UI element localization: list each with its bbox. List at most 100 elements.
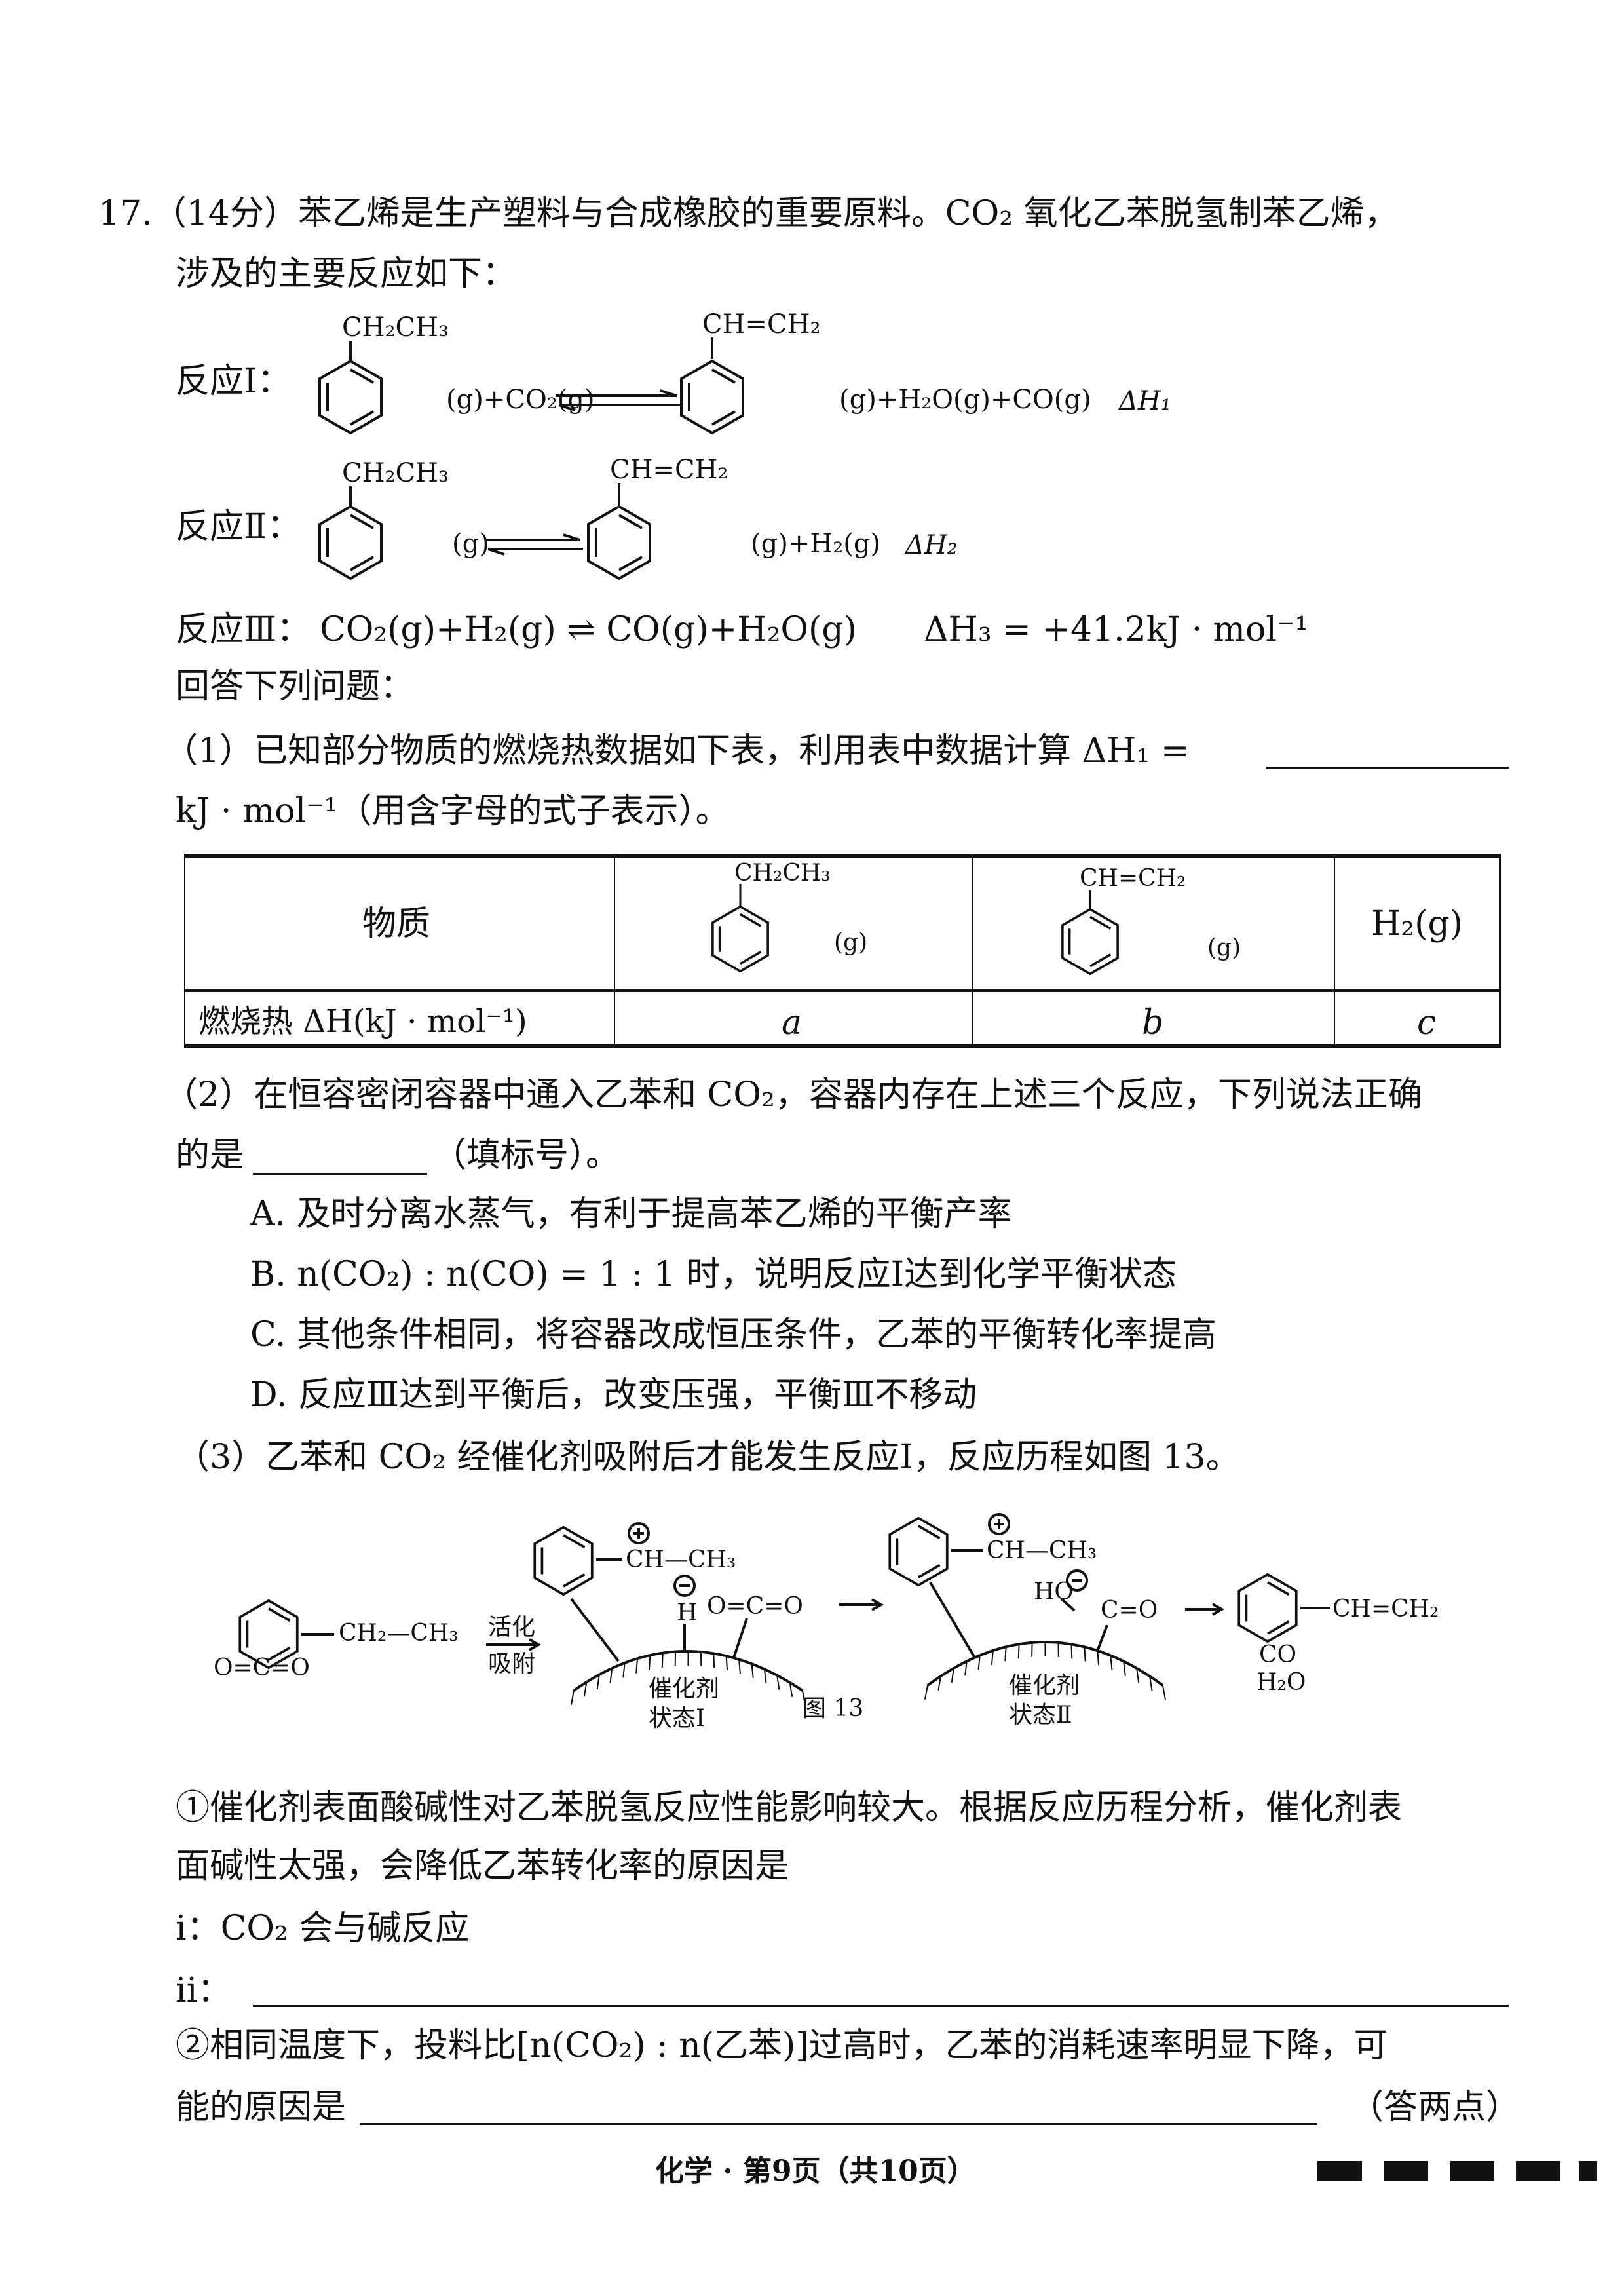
question-number: 17.（14分）苯乙烯是生产塑料与合成橡胶的重要原料。CO₂ 氧化乙苯脱氢制苯乙…	[98, 197, 1399, 231]
bond-line	[1089, 890, 1091, 909]
fig-co2-adsorbed: O=C=O	[707, 1593, 803, 1620]
fig-product: CH=CH₂	[1332, 1596, 1439, 1622]
reaction-2-label: 反应Ⅱ：	[176, 507, 301, 546]
catalyst-hatch	[596, 1674, 600, 1690]
reason-i: ⅰ：CO₂ 会与碱反应	[176, 1909, 470, 1948]
fig-state-2: 状态Ⅱ	[1009, 1702, 1072, 1729]
catalyst-hatch	[789, 1682, 793, 1697]
catalyst-hatch	[951, 1668, 954, 1683]
catalyst-hatch	[763, 1668, 767, 1684]
catalyst-hatch	[661, 1653, 664, 1668]
table-value-c: c	[1417, 1003, 1437, 1043]
q2-line2: 能的原因是	[176, 2088, 347, 2127]
catalyst-hatch	[802, 1691, 806, 1706]
table-value-b: b	[1142, 1003, 1164, 1043]
catalyst-hatch	[649, 1655, 651, 1670]
catalyst-hatch	[977, 1655, 981, 1670]
reason-ii-label: ⅱ：	[176, 1971, 232, 2010]
fig-adsorb: 吸附	[488, 1651, 536, 1677]
catalyst-hatch	[991, 1650, 994, 1665]
table-ethylbenzene-state: (g)	[834, 929, 868, 956]
catalyst-hatch	[1162, 1685, 1166, 1700]
q1-line2: 面碱性太强，会降低乙苯转化率的原因是	[176, 1846, 789, 1886]
figure-caption: 图 13	[803, 1695, 864, 1722]
table-row-label: 燃烧热 ΔH(kJ · mol⁻¹)	[198, 1003, 527, 1040]
question-number-text: 17.	[98, 194, 153, 233]
catalyst-hatch	[635, 1658, 638, 1674]
benzene-icon	[531, 1525, 596, 1596]
q2-tail: （答两点）	[1350, 2088, 1520, 2127]
catalyst-hatch	[1097, 1651, 1100, 1666]
catalyst-hatch	[609, 1668, 613, 1683]
marker-block	[1516, 2161, 1560, 2181]
bond-line	[618, 483, 620, 505]
catalyst-hatch	[1136, 1668, 1140, 1683]
table-styrene-sub: CH=CH₂	[1080, 865, 1186, 892]
reaction-3-label: 反应Ⅲ：	[176, 610, 311, 649]
option-d: D. 反应Ⅲ达到平衡后，改变压强，平衡Ⅲ不移动	[250, 1375, 977, 1415]
catalyst-hatch	[776, 1675, 780, 1690]
catalyst-hatch	[738, 1658, 741, 1674]
fig-c-o-bond: C=O	[1101, 1597, 1158, 1624]
marker-block	[1317, 2161, 1362, 2181]
catalyst-hatch	[1123, 1661, 1126, 1676]
reaction-2-ethyl: CH₂CH₃	[342, 458, 449, 488]
figure-lines	[301, 1513, 1330, 1706]
marker-block	[1450, 2161, 1494, 2181]
fig-cation-1: CH—CH₃	[626, 1546, 736, 1573]
part1-line1: （1）已知部分物质的燃烧热数据如下表，利用表中数据计算 ΔH₁ =	[164, 731, 1190, 771]
fig-ho: HO	[1034, 1578, 1074, 1605]
page-footer: 化学 · 第9页（共10页）	[655, 2154, 976, 2188]
table-header-substance: 物质	[362, 904, 431, 944]
marker-block	[1384, 2161, 1428, 2181]
prompt: 回答下列问题：	[176, 667, 415, 706]
reaction-1-vinyl: CH=CH₂	[702, 309, 821, 339]
part2-line1: （2）在恒容密闭容器中通入乙苯和 CO₂，容器内存在上述三个反应，下列说法正确	[164, 1075, 1422, 1115]
option-b: B. n(CO₂) : n(CO) = 1 : 1 时，说明反应Ⅰ达到化学平衡状…	[250, 1255, 1177, 1294]
fig-ethyl: CH₂—CH₃	[339, 1620, 459, 1647]
catalyst-hatch	[937, 1675, 941, 1691]
answer-blank-ii[interactable]	[253, 2005, 1509, 2007]
bond-line	[739, 884, 742, 907]
catalyst-hatch	[1149, 1676, 1153, 1691]
answer-blank-2[interactable]	[253, 1173, 427, 1175]
bond-line	[349, 486, 352, 506]
q2-line1: ②相同温度下，投料比[n(CO₂) : n(乙苯)]过高时，乙苯的消耗速率明显下…	[176, 2026, 1388, 2065]
benzene-icon	[1235, 1573, 1300, 1643]
catalyst-hatch	[751, 1663, 754, 1678]
reaction-3-equation: CO₂(g)+H₂(g) ⇌ CO(g)+H₂O(g)	[320, 610, 857, 649]
fig-cation-2: CH—CH₃	[987, 1537, 1097, 1564]
fig-catalyst-1: 催化剂	[649, 1675, 720, 1702]
table-styrene-state: (g)	[1207, 934, 1241, 961]
combustion-heat-table: 物质 CH₂CH₃ (g) CH=CH₂ (g) H₂(g) 燃烧热 ΔH(kJ…	[184, 854, 1501, 1048]
part3-line1: （3）乙苯和 CO₂ 经催化剂吸附后才能发生反应Ⅰ，反应历程如图 13。	[176, 1438, 1240, 1477]
catalyst-hatch	[924, 1685, 928, 1700]
reaction-2-right: (g)+H₂(g)	[751, 529, 881, 559]
marker-block	[1579, 2161, 1597, 2181]
reaction-1-label: 反应Ⅰ：	[176, 362, 292, 401]
bond-line	[711, 337, 713, 359]
bond-line	[349, 341, 352, 360]
answer-blank-q2[interactable]	[360, 2123, 1317, 2125]
fig-h2o: H₂O	[1256, 1669, 1306, 1696]
catalyst-hatch	[571, 1690, 575, 1705]
fig-co2: O=C=O	[214, 1655, 310, 1681]
table-h2: H₂(g)	[1371, 904, 1463, 944]
answer-blank-1[interactable]	[1266, 767, 1509, 769]
q1-line1: ①催化剂表面酸碱性对乙苯脱氢反应性能影响较大。根据反应历程分析，催化剂表	[176, 1788, 1403, 1827]
option-c: C. 其他条件相同，将容器改成恒压条件，乙苯的平衡转化率提高	[250, 1315, 1217, 1354]
table-value-a: a	[782, 1003, 803, 1043]
fig-state-1: 状态Ⅰ	[649, 1705, 706, 1732]
reaction-1-right: (g)+H₂O(g)+CO(g)	[839, 385, 1091, 415]
benzene-icon	[886, 1516, 951, 1587]
reaction-2-mid: (g)	[452, 529, 489, 559]
intro-text: 苯乙烯是生产塑料与合成橡胶的重要原料。CO₂ 氧化乙苯脱氢制苯乙烯，	[297, 194, 1399, 233]
part2-line2a: 的是	[176, 1136, 244, 1175]
fig-activate: 活化	[488, 1614, 536, 1641]
equilibrium-arrow-icon	[485, 533, 583, 556]
catalyst-hatch	[1070, 1644, 1073, 1659]
part2-line2b: （填标号）。	[432, 1136, 620, 1175]
part1-line2: kJ · mol⁻¹（用含字母的式子表示）。	[176, 792, 730, 831]
equilibrium-arrow-icon	[556, 389, 680, 411]
reaction-3-dh: ΔH₃ = +41.2kJ · mol⁻¹	[924, 610, 1309, 649]
